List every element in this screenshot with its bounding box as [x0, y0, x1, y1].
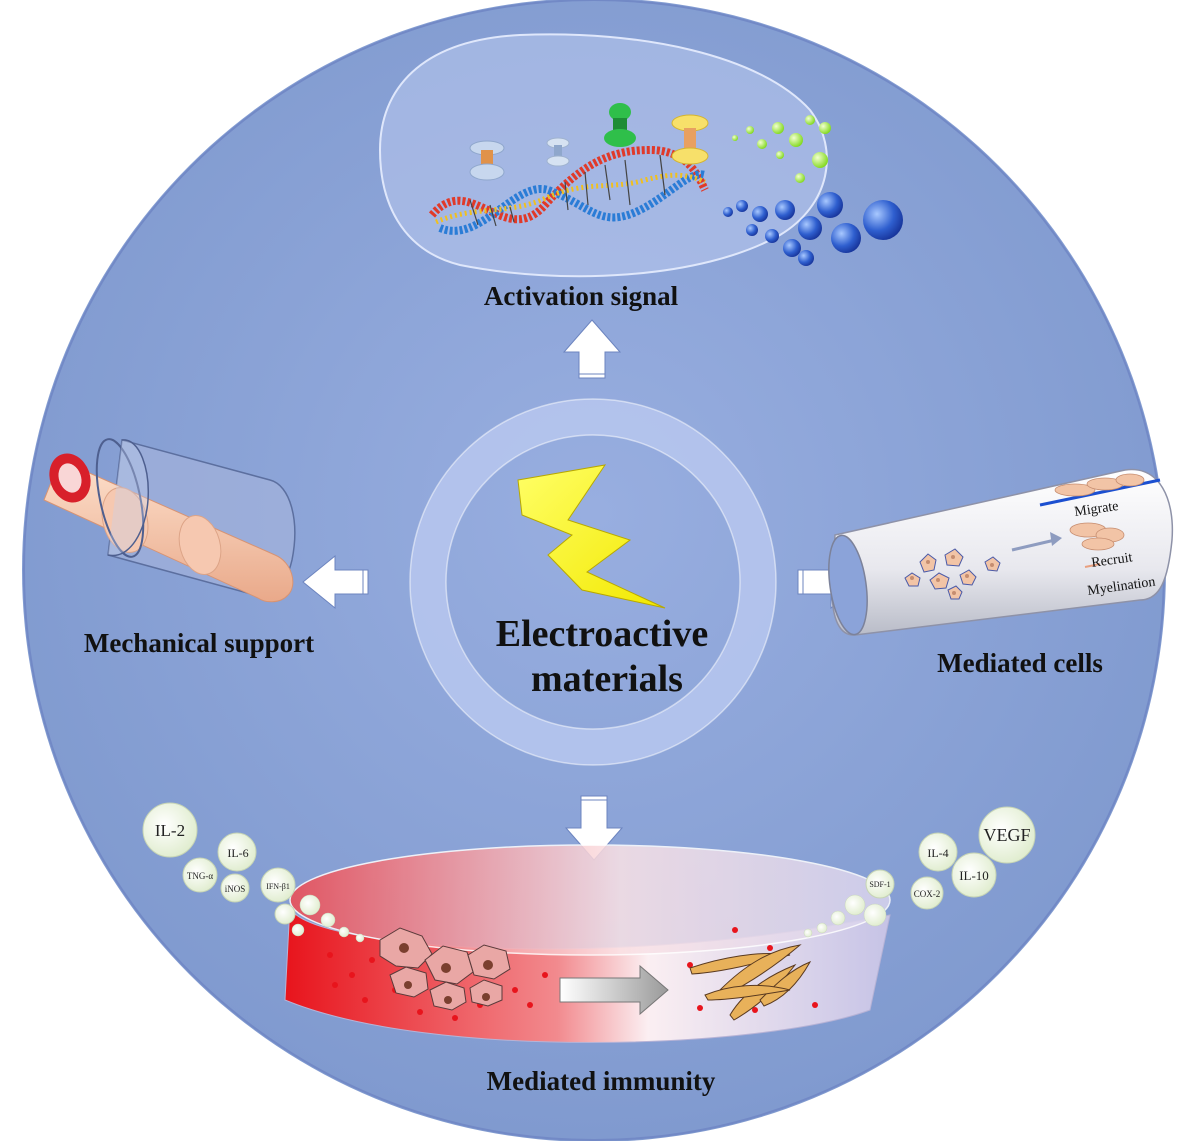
cytokines-left: [142, 802, 296, 925]
center-title-line2: materials: [531, 658, 683, 700]
migrate-label: Migrate: [1073, 499, 1119, 520]
petri-dish: [284, 844, 891, 1043]
recruit-label: Recruit: [1090, 550, 1133, 571]
center-title-line1: Electroactive: [496, 613, 708, 655]
green-particles: [732, 115, 831, 183]
il2-label: IL-2: [155, 821, 185, 840]
mediated-immunity-label: Mediated immunity: [487, 1066, 716, 1096]
arrow-up-icon: [562, 319, 622, 379]
molecule-icon: [546, 137, 570, 167]
dna-helix-icon: [428, 145, 709, 235]
inos-label: iNOS: [225, 884, 246, 894]
cox2-label: COX-2: [914, 889, 941, 899]
mechanical-support-label: Mechanical support: [84, 628, 314, 658]
blue-particles: [723, 192, 903, 266]
activation-signal-panel: [378, 33, 903, 278]
il10-label: IL-10: [959, 868, 989, 883]
mediated-cells-tube: [828, 468, 1174, 636]
il6-label: IL-6: [227, 846, 248, 860]
sdf1-label: SDF-1: [869, 880, 890, 889]
il4-label: IL-4: [927, 846, 948, 860]
ifn-label: IFN-β1: [266, 882, 290, 891]
molecule-icon: [469, 140, 505, 181]
m2-cells: [689, 944, 812, 1021]
molecule-icon: [604, 103, 636, 147]
lightning-bolt-icon: [517, 464, 666, 609]
molecule-icon: [671, 114, 709, 165]
vegf-label: VEGF: [983, 825, 1030, 845]
activation-signal-label: Activation signal: [484, 281, 679, 311]
mediated-cells-label: Mediated cells: [937, 648, 1103, 678]
background-disc: [22, 0, 1166, 1141]
mechanical-support-conduit: [43, 438, 296, 603]
cytokines-right: [865, 806, 1036, 910]
tng-label: TNG-α: [187, 871, 213, 881]
transition-arrow-icon: [559, 964, 669, 1016]
center-ring: [409, 398, 777, 766]
arrow-left-icon: [302, 554, 369, 610]
arrow-down-icon: [564, 795, 624, 861]
